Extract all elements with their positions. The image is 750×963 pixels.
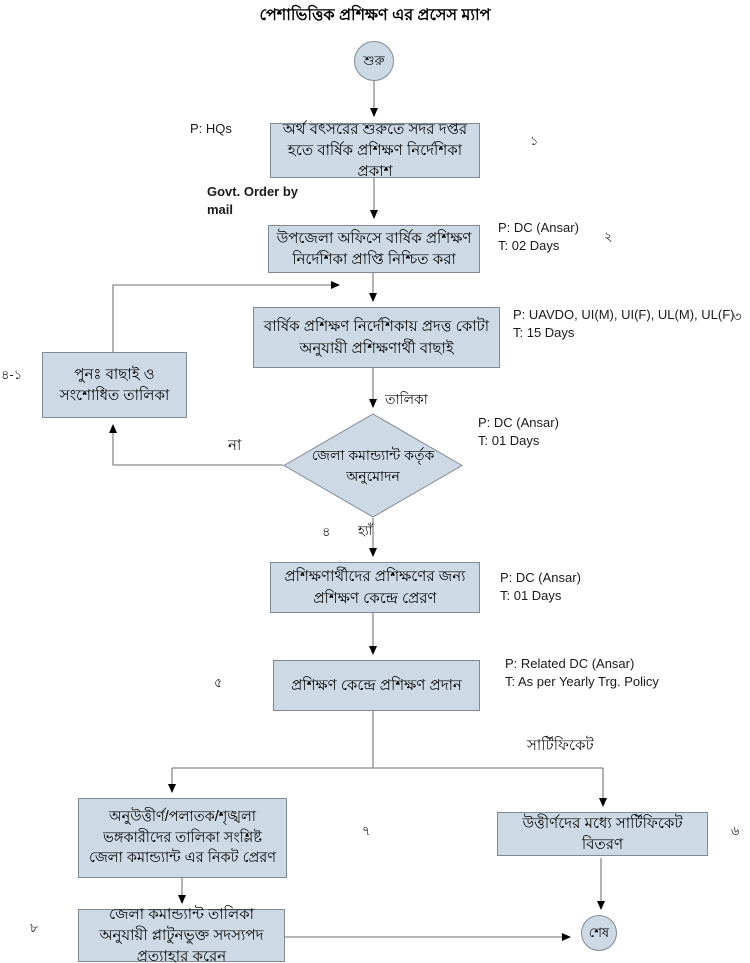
annotation-step5-owner-time: P: Related DC (Ansar) T: As per Yearly T… [505,655,659,691]
edge-label-yes: হ্যাঁ [358,523,373,538]
step2-receive-directive-box: উপজেলা অফিসে বার্ষিক প্রশিক্ষণ নির্দেশিক… [268,225,480,273]
annotation-step2-owner-time: P: DC (Ansar) T: 02 Days [498,219,579,255]
annotation-govt-order-by-mail: Govt. Order by mail [207,184,299,218]
annotation-step4-owner-time: P: DC (Ansar) T: 01 Days [500,569,581,605]
edge-label-list: তালিকা [385,391,428,407]
decision-text: জেলা কমান্ড্যান্ট কর্তৃক অনুমোদন [311,446,435,484]
end-node: শেষ [581,915,617,951]
step4-send-to-center-box: প্রশিক্ষণার্থীদের প্রশিক্ষণের জন্য প্রশি… [270,562,480,613]
step-number-4: ৪ [322,524,331,539]
annotation-line-t: T: As per Yearly Trg. Policy [505,674,659,690]
step5-provide-training-box: প্রশিক্ষণ কেন্দ্রে প্রশিক্ষণ প্রদান [273,660,480,711]
page-title: পেশাভিত্তিক প্রশিক্ষণ এর প্রসেস ম্যাপ [259,7,491,24]
revise-text: পুনঃ বাছাই ও সংশোধিত তালিকা [59,365,170,404]
annotation-decision-owner-time: P: DC (Ansar) T: 01 Days [478,414,559,450]
decision-approval-diamond: জেলা কমান্ড্যান্ট কর্তৃক অনুমোদন [283,413,463,518]
annotation-line-p: P: HQs [190,121,232,136]
diamond-shape [283,413,463,518]
annotation-line-p: P: DC (Ansar) [498,220,579,235]
edge-revise-to-step3-merge [112,281,340,352]
step6-distribute-certificates-box: উত্তীর্ণদের মধ্যে সার্টিফিকেট বিতরণ [497,812,708,856]
revise-list-box: পুনঃ বাছাই ও সংশোধিত তালিকা [42,352,187,418]
start-node: শুরু [354,41,394,81]
step3-text: বার্ষিক প্রশিক্ষণ নির্দেশিকায় প্রদত্ত ক… [263,318,490,357]
edge-label-certificate: সার্টিফিকেট [527,737,594,754]
annotation-line-t: T: 01 Days [500,588,562,604]
step7-failed-list-box: অনুউত্তীর্ণ/পলাতক/শৃঙ্খলা ভঙ্গকারীদের তা… [78,798,287,878]
step7-text: অনুউত্তীর্ণ/পলাতক/শৃঙ্খলা ভঙ্গকারীদের তা… [88,809,277,867]
step5-text: প্রশিক্ষণ কেন্দ্রে প্রশিক্ষণ প্রদান [291,676,462,694]
step-number-1: ১ [530,133,539,148]
annotation-step1-owner: P: HQs [190,120,232,138]
annotation-line-p: P: Related DC (Ansar) [505,656,635,671]
step1-text: অর্থ বৎসরের শুরুতে সদর দপ্তর হতে বার্ষিক… [282,120,468,181]
annotation-line-p: P: UAVDO, UI(M), UI(F), UL(M), UL(F) [513,307,735,322]
annotation-line-t: T: 01 Days [478,433,540,449]
annotation-line-t: T: 15 Days [513,325,575,341]
step-number-7: ৭ [362,823,371,838]
step3-select-trainees-box: বার্ষিক প্রশিক্ষণ নির্দেশিকায় প্রদত্ত ক… [253,307,500,368]
step1-publish-directive-box: অর্থ বৎসরের শুরুতে সদর দপ্তর হতে বার্ষিক… [270,121,480,180]
start-label: শুরু [363,52,385,68]
step-number-6: ৬ [731,823,740,838]
step2-text: উপজেলা অফিসে বার্ষিক প্রশিক্ষণ নির্দেশিক… [276,229,472,268]
step8-text: জেলা কমান্ড্যান্ট তালিকা অনুযায়ী প্লাটু… [99,905,264,963]
step-number-8: ৮ [30,920,39,935]
step8-withdraw-membership-box: জেলা কমান্ড্যান্ট তালিকা অনুযায়ী প্লাটু… [78,906,285,963]
end-label: শেষ [588,924,610,940]
step-number-2: ২ [604,229,613,244]
step-number-3: ৩ [733,309,742,324]
annotation-line-p: P: DC (Ansar) [500,570,581,585]
step-number-5: ৫ [214,675,223,690]
annotation-step3-owner-time: P: UAVDO, UI(M), UI(F), UL(M), UL(F) T: … [513,306,734,342]
edge-label-no: না [228,437,242,454]
annotation-line-t: T: 02 Days [498,238,560,254]
step4-text: প্রশিক্ষণার্থীদের প্রশিক্ষণের জন্য প্রশি… [284,568,466,607]
step-number-4-1: ৪-১ [1,367,23,382]
step6-text: উত্তীর্ণদের মধ্যে সার্টিফিকেট বিতরণ [522,814,683,853]
edge-decision-no-to-revise [109,424,283,466]
annotation-line-p: P: DC (Ansar) [478,415,559,430]
